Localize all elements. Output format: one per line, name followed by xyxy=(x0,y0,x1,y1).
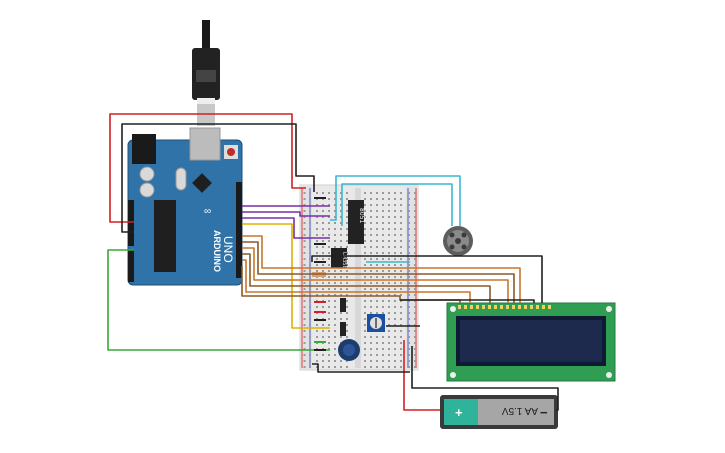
wire-black-lcd xyxy=(311,255,543,303)
wire-cyan-1 xyxy=(330,175,461,226)
ic2-label: LM358 xyxy=(341,252,347,269)
wire-black-battery xyxy=(411,346,559,411)
diode-2[interactable] xyxy=(340,322,346,336)
wire-green xyxy=(107,249,330,351)
jumpers xyxy=(314,197,326,351)
wire-orange-3 xyxy=(242,259,471,303)
buzzer[interactable] xyxy=(443,226,473,256)
diode[interactable] xyxy=(340,298,346,312)
wire-black-short xyxy=(312,363,410,373)
wire-cyan-2 xyxy=(341,183,453,226)
wire-yellow xyxy=(242,223,330,329)
wire-red-5v xyxy=(109,113,306,223)
wire-black-lcd-2 xyxy=(400,299,535,303)
arduino-brand: ARDUINO xyxy=(212,230,222,272)
arduino-uno-board[interactable]: ARDUINO UNO ∞ xyxy=(127,127,243,286)
arduino-model: UNO xyxy=(221,236,235,263)
lcd-16x2[interactable] xyxy=(446,302,616,382)
trim-potentiometer[interactable] xyxy=(367,314,385,332)
wire-black-gnd xyxy=(121,123,315,233)
wire-orange-2 xyxy=(242,247,509,303)
lcd-screen xyxy=(460,320,602,362)
usb-cable xyxy=(192,20,220,126)
ic-chip-1[interactable]: 8051 xyxy=(348,200,365,244)
battery-label: AA 1.5V xyxy=(502,405,538,416)
aa-battery[interactable]: + AA 1.5V − xyxy=(440,395,558,429)
wire-brown-2 xyxy=(242,253,491,303)
battery-plus: + xyxy=(455,405,463,420)
wire-purple-3 xyxy=(242,217,330,239)
ic1-label: 8051 xyxy=(358,208,365,223)
wire-brown-1 xyxy=(242,241,515,303)
wire-red-battery xyxy=(403,340,440,411)
capacitor-large[interactable] xyxy=(338,339,360,361)
battery-minus: − xyxy=(540,405,548,420)
wires xyxy=(107,113,559,411)
reset-button[interactable] xyxy=(227,148,235,156)
ic-chip-2[interactable]: LM358 xyxy=(331,248,347,269)
wire-orange-1 xyxy=(242,235,521,303)
wire-purple-2 xyxy=(242,211,330,217)
infinity-logo: ∞ xyxy=(204,206,211,217)
